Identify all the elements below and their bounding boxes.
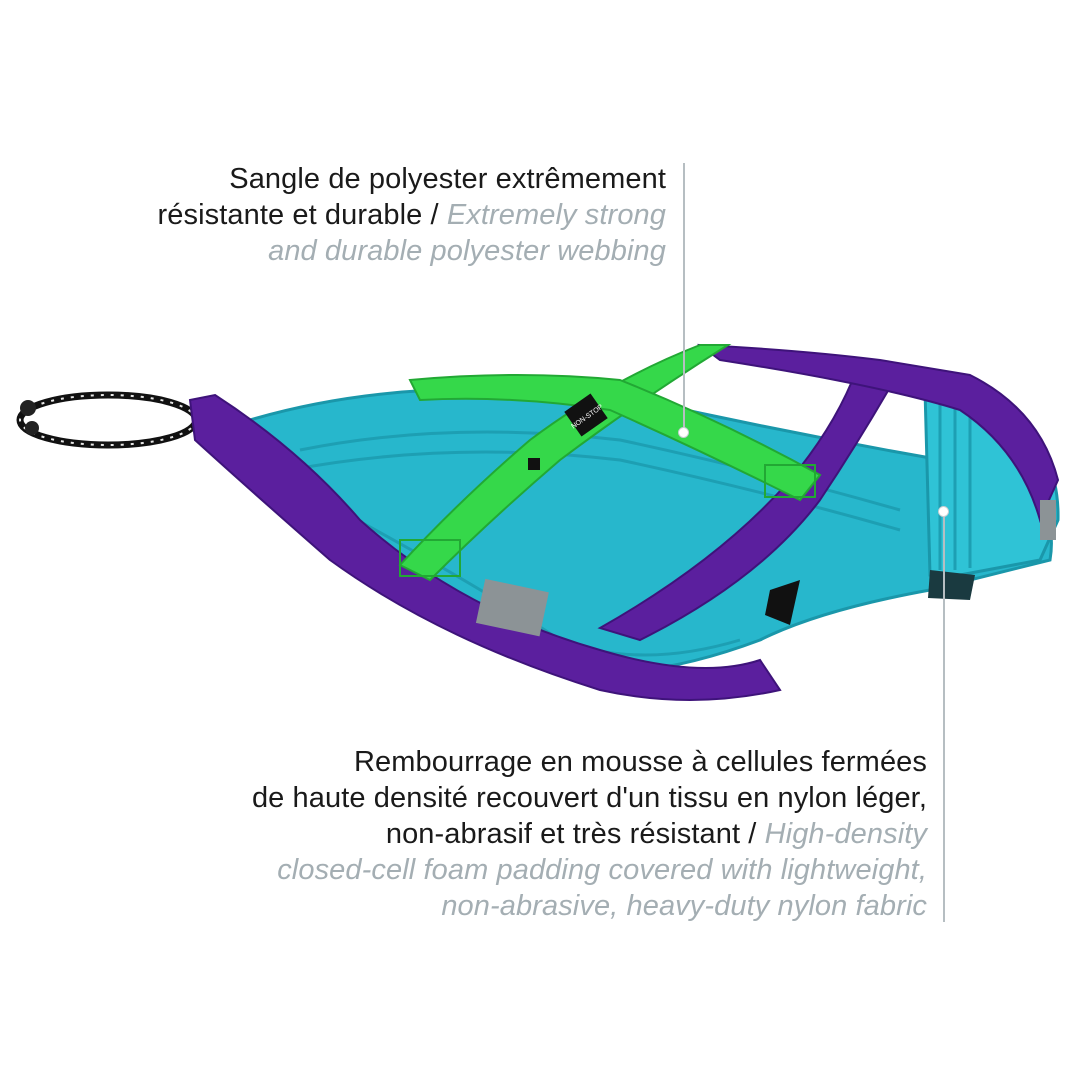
reflective-patch xyxy=(475,578,549,637)
caption-en-text: and durable polyester webbing xyxy=(268,235,666,267)
brand-label: NON-STOP xyxy=(528,393,608,470)
caption-en-text: closed-cell foam padding covered with li… xyxy=(277,854,927,886)
caption-webbing: Sangle de polyester extrêmement résistan… xyxy=(46,161,666,269)
caption-en-text: Extremely strong xyxy=(446,199,666,231)
purple-webbing-side xyxy=(188,393,782,701)
caption-fr-text: Sangle de polyester extrêmement xyxy=(229,163,666,195)
caption-padding: Rembourrage en mousse à cellules fermées… xyxy=(67,744,927,924)
caption-fr-text: résistante et durable / xyxy=(157,199,447,231)
caption-fr-text: Rembourrage en mousse à cellules fermées xyxy=(354,746,927,778)
caption-fr-text: non-abrasif et très résistant / xyxy=(385,818,765,850)
caption-en-text: High-density xyxy=(764,818,927,850)
green-webbing-cross xyxy=(408,374,822,502)
callout-dot-webbing xyxy=(678,427,689,438)
reflective-patch-neck xyxy=(1040,500,1056,540)
leader-line-padding xyxy=(943,512,945,922)
caption-en-text: non-abrasive, heavy-duty nylon fabric xyxy=(441,890,927,922)
caption-fr-text: de haute densité recouvert d'un tissu en… xyxy=(251,782,927,814)
callout-dot-padding xyxy=(938,506,949,517)
tug-rope-loop xyxy=(16,391,200,449)
leader-line-webbing xyxy=(683,163,685,428)
